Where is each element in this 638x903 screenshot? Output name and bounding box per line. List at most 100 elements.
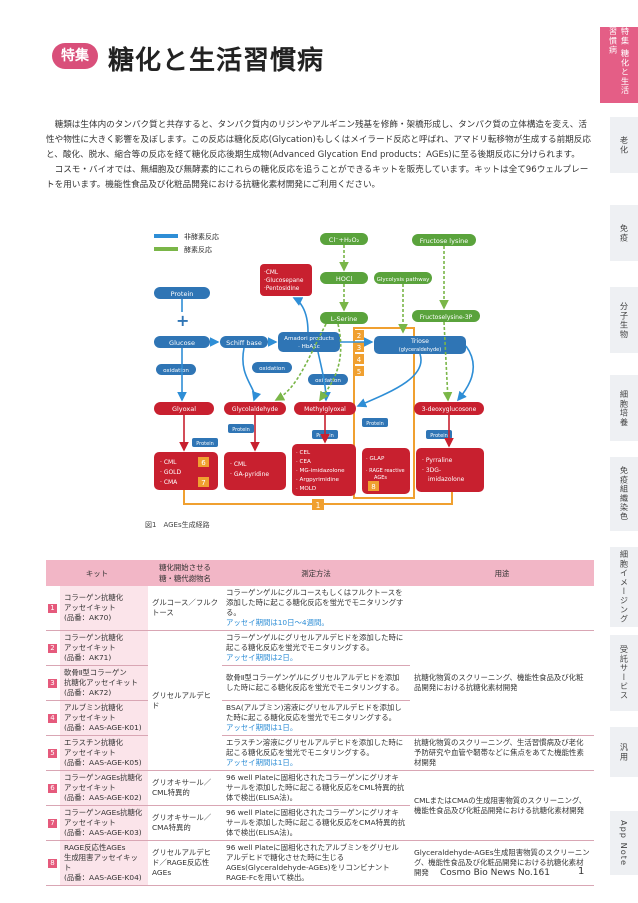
tab-contract-services[interactable]: 受託サービス [610, 634, 638, 711]
svg-text:4: 4 [357, 356, 362, 364]
tab-immunology[interactable]: 免疫 [610, 204, 638, 261]
badge-7 [198, 477, 209, 487]
triose-node [374, 336, 466, 354]
ages-pathway-diagram: 非酵素反応 酵素反応 Cl⁻+H₂O₂ Fructose lysine ·CML… [148, 228, 490, 512]
svg-text:Glyoxal: Glyoxal [172, 405, 196, 413]
svg-text:7: 7 [201, 479, 205, 487]
oxidation-node-2 [252, 362, 292, 373]
svg-text:3: 3 [357, 344, 361, 352]
svg-text:· 3DG-: · 3DG- [422, 467, 441, 474]
svg-text:1: 1 [316, 501, 321, 510]
schiff-base-node [220, 336, 268, 348]
header-use: 用途 [410, 560, 594, 586]
amadori-node [278, 332, 340, 352]
intro-paragraph-2: コスモ・バイオでは、無細胞及び無酵素的にこれらの糖化反応を追うことができるキット… [46, 165, 589, 190]
glucose-label: Glucose [169, 339, 195, 347]
table-row: 7 コラーゲンAGEs抗糖化アッセイキット(品番：AAS-AGE-K03) グリ… [46, 805, 594, 841]
tab-aging[interactable]: 老化 [610, 116, 638, 173]
svg-text:5: 5 [357, 368, 361, 376]
fructose-lysine-label: Fructose lysine [420, 237, 469, 245]
svg-text:oxidation: oxidation [315, 378, 341, 384]
plus-sign: + [176, 311, 189, 330]
svg-text:· CML: · CML [160, 459, 177, 466]
product-box-3dg [416, 448, 484, 492]
badge-1 [312, 499, 324, 510]
svg-text:6: 6 [201, 459, 206, 467]
header-sugar: 糖化開始させる糖・糖代謝物名 [148, 560, 222, 586]
glyceraldehyde-label: (glyceraldehyde) [399, 347, 441, 353]
oxidation-node-1 [156, 364, 196, 375]
svg-text:Protein: Protein [196, 441, 214, 447]
intro-paragraph-1: 糖類は生体内のタンパク質と共存すると、タンパク質内のリジンやアルギニン残基を修飾… [46, 120, 591, 160]
svg-text:Methylglyoxal: Methylglyoxal [304, 406, 346, 413]
l-serine-node [320, 312, 368, 324]
methylglyoxal-node [294, 402, 356, 415]
protein-node-top [154, 287, 210, 299]
triose-label: Triose [410, 338, 429, 345]
svg-text:· Pyrraline: · Pyrraline [422, 457, 453, 464]
l-serine-label: L-Serine [331, 315, 358, 323]
tab-feature[interactable]: 特集 糖化と生活習慣病 [600, 26, 638, 103]
hba1c-label: · HbA1c [298, 344, 320, 350]
tab-cell-imaging[interactable]: 細胞イメージング [610, 546, 638, 627]
index-tabs: 特集 糖化と生活習慣病 老化 免疫 分子生物 細胞培養 免疫組織染色 細胞イメー… [600, 0, 638, 903]
legend-nonenzymatic: 非酵素反応 [184, 232, 219, 241]
glycolysis-node [374, 272, 432, 284]
svg-text:· CML: · CML [230, 461, 247, 468]
svg-text:2: 2 [357, 332, 361, 340]
svg-text:· CMA: · CMA [160, 479, 178, 486]
glyoxal-node [154, 402, 214, 415]
svg-text:AGEs: AGEs [374, 475, 387, 481]
glucose-node [154, 336, 210, 348]
table-header-row: キット 糖化開始させる糖・糖代謝物名 測定方法 用途 [46, 560, 594, 586]
svg-text:· CEA: · CEA [296, 459, 311, 465]
fructoselysine-3p-label: Fructoselysine-3P [420, 314, 473, 321]
intro-text: 糖類は生体内のタンパク質と共存すると、タンパク質内のリジンやアルギニン残基を修飾… [46, 118, 594, 193]
svg-text:Protein: Protein [366, 421, 384, 427]
badge-8 [368, 481, 379, 491]
svg-text:· CEL: · CEL [296, 450, 311, 456]
svg-text:8: 8 [371, 483, 375, 491]
svg-text:· GOLD: · GOLD [160, 469, 182, 476]
svg-text:· MG-imidazolone: · MG-imidazolone [296, 468, 345, 474]
svg-text:Protein: Protein [232, 427, 250, 433]
table-row: 3 軟骨Ⅱ型コラーゲン抗糖化アッセイキット(品番：AK72) 軟骨Ⅱ型コラーゲン… [46, 665, 594, 701]
section-tag: 特集 [52, 43, 98, 69]
table-row: 1 コラーゲン抗糖化アッセイキット(品番：AK70) グルコース／フルクトース … [46, 586, 594, 631]
product-box-methylglyoxal [292, 444, 356, 496]
hocl-node [320, 272, 368, 284]
badge-6 [198, 457, 209, 467]
number-badges-2-5: 2 3 4 5 [354, 330, 364, 376]
svg-text:· Argpyrimidine: · Argpyrimidine [296, 477, 340, 483]
legend-enzymatic: 酵素反応 [184, 245, 212, 254]
tab-app-note[interactable]: App Note [610, 810, 638, 875]
oxidation-node-3 [308, 374, 348, 385]
svg-text:· GLAP: · GLAP [366, 456, 385, 462]
svg-text:imidazolone: imidazolone [428, 476, 465, 483]
tab-molecular-biology[interactable]: 分子生物 [610, 286, 638, 353]
fructose-lysine-node [412, 234, 476, 246]
amadori-label: Amadori products [284, 336, 334, 342]
figure-caption: 図1 AGEs生成経路 [145, 521, 210, 529]
page-number: 1 [578, 866, 585, 877]
table-row: 5 エラスチン抗糖化アッセイキット(品番：AAS-AGE-K05) エラスチン溶… [46, 735, 594, 771]
protein-label-top: Protein [171, 290, 194, 298]
table-row: 2 コラーゲン抗糖化アッセイキット(品番：AK71) グリセルアルデヒド コラー… [46, 630, 594, 771]
header-method: 測定方法 [222, 560, 410, 586]
tab-cell-culture[interactable]: 細胞培養 [610, 374, 638, 441]
cl-h2o2-label: Cl⁻+H₂O₂ [329, 236, 360, 244]
page-title: 糖化と生活習慣病 [108, 46, 325, 76]
glycolysis-label: Glycolysis pathway [377, 277, 431, 283]
tab-ihc[interactable]: 免疫組織染色 [610, 456, 638, 531]
fructoselysine-3p-node [412, 310, 480, 322]
pentosidine-item: ·Pentosidine [264, 286, 300, 292]
svg-text:· MOLD: · MOLD [296, 486, 316, 492]
svg-text:oxidation: oxidation [163, 368, 189, 374]
footer-brand: Cosmo Bio News No.161 [440, 868, 550, 878]
cl-h2o2-node [320, 233, 368, 245]
kit-table: キット 糖化開始させる糖・糖代謝物名 測定方法 用途 1 コラーゲン抗糖化アッセ… [46, 560, 594, 886]
schiff-base-label: Schiff base [226, 339, 262, 347]
tab-general[interactable]: 汎用 [610, 726, 638, 777]
table-row: 6 コラーゲンAGEs抗糖化アッセイキット(品番：AAS-AGE-K02) グリ… [46, 770, 594, 841]
